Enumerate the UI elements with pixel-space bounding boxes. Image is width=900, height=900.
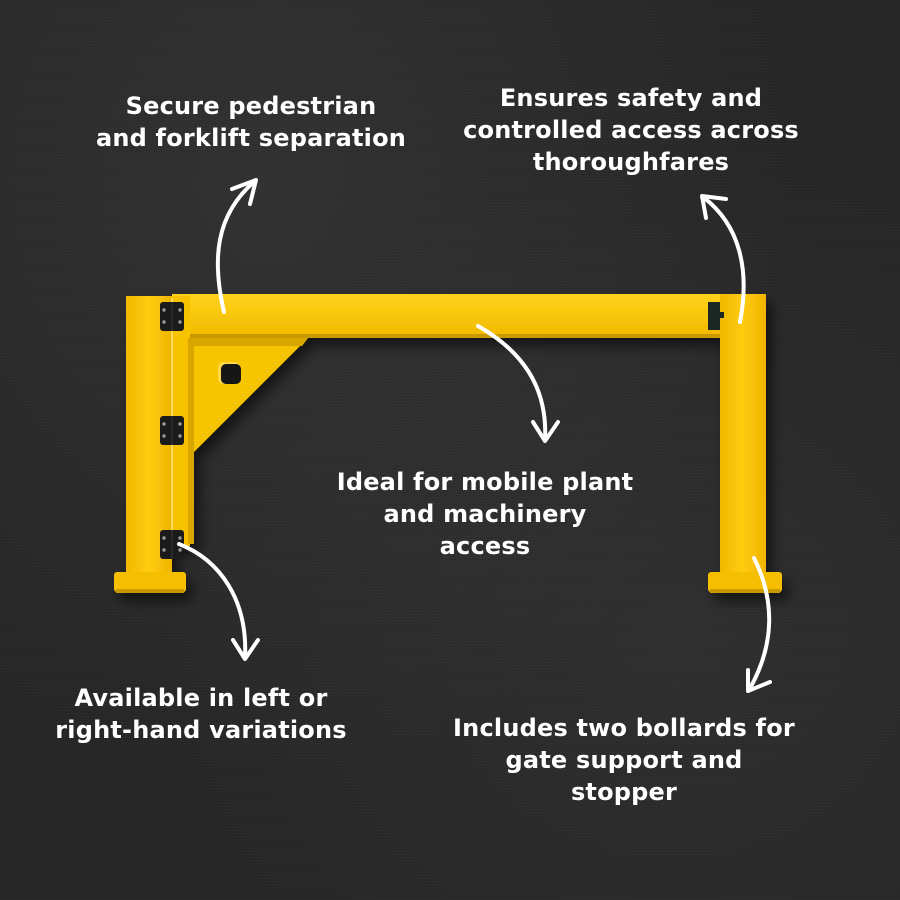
callout-line: gate support and <box>505 746 743 774</box>
arrow-down-icon <box>177 542 260 661</box>
arrow-up-icon <box>215 178 258 314</box>
callout-mobile-plant: Ideal for mobile plant and machinery acc… <box>305 466 665 562</box>
callout-line: and machinery <box>383 500 587 528</box>
callout-pedestrian-separation: Secure pedestrian and forklift separatio… <box>66 90 436 154</box>
callout-line: right-hand variations <box>55 716 347 744</box>
callout-line: stopper <box>570 778 678 806</box>
callout-line: Secure pedestrian <box>125 92 377 120</box>
callout-line: Ideal for mobile plant <box>336 468 634 496</box>
callout-line: Includes two bollards for <box>453 714 795 742</box>
callout-line: and forklift separation <box>95 124 407 152</box>
callout-line: Available in left or <box>74 684 328 712</box>
callout-safety-access: Ensures safety and controlled access acr… <box>446 82 816 178</box>
hinge-middle <box>160 416 184 445</box>
gate-top-rail <box>172 294 720 338</box>
callout-line: access <box>439 532 531 560</box>
hinge-top <box>160 302 184 331</box>
arrow-down-icon <box>476 324 560 443</box>
hinge-bottom <box>160 530 184 559</box>
arrow-down-icon <box>746 556 772 693</box>
callout-line: controlled access across <box>463 116 799 144</box>
callout-hand-variations: Available in left or right-hand variatio… <box>16 682 386 746</box>
callout-line: thoroughfares <box>532 148 730 176</box>
right-bollard <box>708 294 782 593</box>
arrow-up-icon <box>700 194 746 324</box>
callout-line: Ensures safety and <box>499 84 763 112</box>
gate-gusset <box>194 338 308 452</box>
callout-two-bollards: Includes two bollards for gate support a… <box>434 712 814 808</box>
